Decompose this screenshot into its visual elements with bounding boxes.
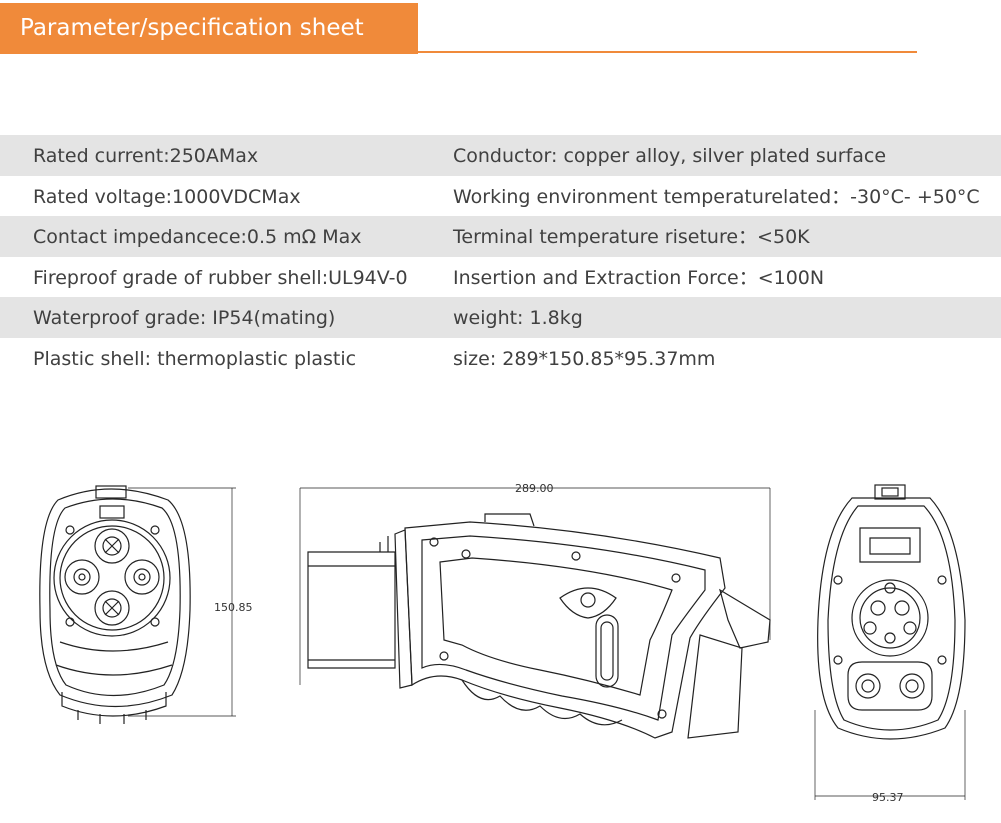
spec-left-cell: Plastic shell: thermoplastic plastic	[33, 347, 357, 370]
page-title: Parameter/specification sheet	[20, 15, 364, 41]
spec-right-cell: Conductor: copper alloy, silver plated s…	[453, 145, 887, 167]
height-dimension-label: 150.85	[214, 601, 253, 614]
spec-left-cell: Contact impedancece:0.5 mΩ Max	[33, 226, 362, 248]
spec-table: Rated current:250AMax Conductor: copper …	[0, 135, 1001, 378]
length-dimension-label: 289.00	[515, 482, 554, 495]
spec-row: Plastic shell: thermoplastic plastic siz…	[0, 338, 1001, 379]
spec-right-cell: Insertion and Extraction Force：<100N	[453, 266, 825, 289]
spec-left-cell: Rated voltage:1000VDCMax	[33, 185, 301, 208]
spec-right-cell: Working environment temperaturelated：-30…	[453, 185, 980, 208]
side-view-drawing	[299, 487, 771, 739]
header-band	[0, 3, 418, 54]
spec-row: Fireproof grade of rubber shell:UL94V-0 …	[0, 257, 1001, 298]
width-dimension-label: 95.37	[872, 791, 904, 804]
technical-drawings: 150.85 289.00 95.37	[39, 482, 966, 804]
spec-row: Rated current:250AMax Conductor: copper …	[0, 135, 1001, 176]
header-divider	[418, 51, 917, 53]
spec-right-cell: Terminal temperature riseture：<50K	[453, 226, 810, 248]
spec-row: Rated voltage:1000VDCMax Working environ…	[0, 176, 1001, 217]
spec-row: Waterproof grade: IP54(mating) weight: 1…	[0, 297, 1001, 338]
spec-row: Contact impedancece:0.5 mΩ Max Terminal …	[0, 216, 1001, 257]
front-view-drawing	[39, 485, 236, 724]
spec-left-cell: Waterproof grade: IP54(mating)	[33, 307, 336, 329]
spec-right-cell: size: 289*150.85*95.37mm	[453, 347, 716, 370]
rear-view-drawing	[814, 484, 966, 800]
spec-left-cell: Rated current:250AMax	[33, 145, 259, 167]
spec-left-cell: Fireproof grade of rubber shell:UL94V-0	[33, 266, 408, 289]
spec-right-cell: weight: 1.8kg	[453, 307, 583, 329]
